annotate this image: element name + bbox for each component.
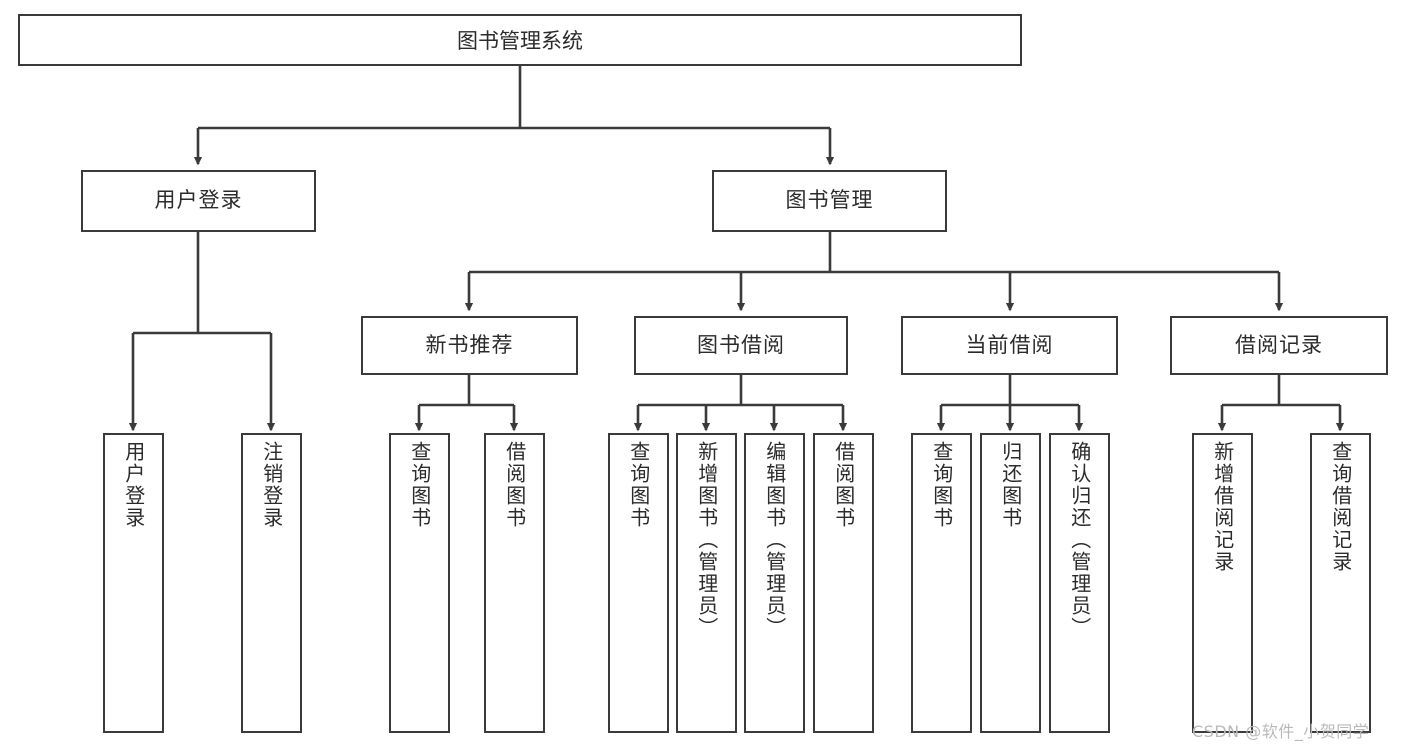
node-book-management[interactable]: 图书管理	[712, 170, 947, 232]
node-book-management-label: 图书管理	[785, 188, 874, 213]
node-leaf-query-book-3[interactable]: 查询图书	[911, 433, 972, 733]
node-leaf-query-record-label: 查询借阅记录	[1328, 441, 1353, 573]
node-leaf-edit-book[interactable]: 编辑图书（管理员）	[744, 433, 805, 733]
node-leaf-user-login[interactable]: 用户登录	[103, 433, 164, 733]
node-leaf-query-book-2[interactable]: 查询图书	[608, 433, 669, 733]
node-current-borrow[interactable]: 当前借阅	[901, 316, 1118, 375]
node-root-label: 图书管理系统	[457, 29, 583, 53]
node-leaf-query-book-1-label: 查询图书	[407, 441, 432, 529]
node-leaf-confirm-return-label: 确认归还（管理员）	[1067, 441, 1092, 639]
node-leaf-borrow-book-1[interactable]: 借阅图书	[484, 433, 545, 733]
node-leaf-borrow-book-2[interactable]: 借阅图书	[813, 433, 874, 733]
node-leaf-add-record[interactable]: 新增借阅记录	[1192, 433, 1253, 733]
node-leaf-query-book-2-label: 查询图书	[626, 441, 651, 529]
node-current-borrow-label: 当前借阅	[965, 332, 1054, 357]
node-leaf-return-book[interactable]: 归还图书	[980, 433, 1041, 733]
node-leaf-add-record-label: 新增借阅记录	[1210, 441, 1235, 573]
node-leaf-edit-book-label: 编辑图书（管理员）	[762, 441, 787, 639]
node-leaf-user-login-label: 用户登录	[121, 441, 146, 529]
node-leaf-query-record[interactable]: 查询借阅记录	[1310, 433, 1371, 733]
node-leaf-query-book-3-label: 查询图书	[929, 441, 954, 529]
node-borrow-record-label: 借阅记录	[1235, 332, 1323, 357]
node-user-login-label: 用户登录	[154, 188, 243, 213]
node-borrow-record[interactable]: 借阅记录	[1170, 316, 1388, 375]
node-book-borrow-label: 图书借阅	[697, 332, 785, 357]
node-root[interactable]: 图书管理系统	[18, 14, 1022, 66]
node-leaf-logout-login[interactable]: 注销登录	[241, 433, 302, 733]
node-leaf-add-book-label: 新增图书（管理员）	[694, 441, 719, 639]
node-leaf-return-book-label: 归还图书	[998, 441, 1023, 529]
node-leaf-borrow-book-2-label: 借阅图书	[831, 441, 856, 529]
csdn-watermark: CSDN @软件_小贺同学	[1192, 722, 1370, 741]
node-new-book-recommend-label: 新书推荐	[425, 332, 514, 357]
node-leaf-add-book[interactable]: 新增图书（管理员）	[676, 433, 737, 733]
node-new-book-recommend[interactable]: 新书推荐	[361, 316, 578, 375]
node-user-login[interactable]: 用户登录	[81, 170, 316, 232]
node-book-borrow[interactable]: 图书借阅	[634, 316, 848, 375]
node-leaf-borrow-book-1-label: 借阅图书	[502, 441, 527, 529]
node-leaf-confirm-return[interactable]: 确认归还（管理员）	[1049, 433, 1110, 733]
node-leaf-logout-login-label: 注销登录	[259, 441, 284, 529]
node-leaf-query-book-1[interactable]: 查询图书	[389, 433, 450, 733]
